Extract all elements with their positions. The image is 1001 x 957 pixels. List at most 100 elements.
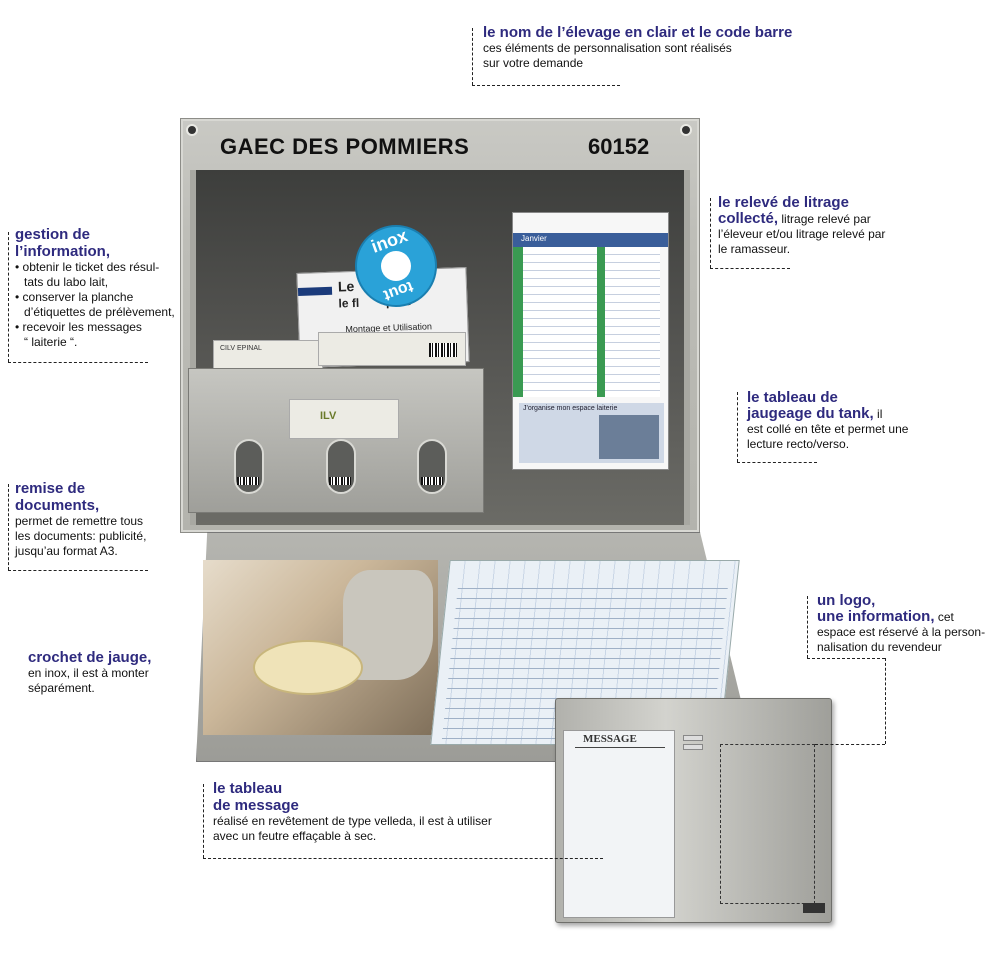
litrage-photo — [599, 415, 659, 459]
leader-line — [203, 858, 603, 859]
holder-ticket: ILV — [289, 399, 399, 439]
annotation-line-mixed: une information, cet — [817, 609, 997, 625]
badge-ring — [381, 251, 411, 281]
annotation-line: sur votre demande — [483, 56, 584, 70]
barcode-icon — [329, 477, 351, 485]
annotation-logo: un logo, une information, cet espace est… — [817, 592, 997, 655]
annotation-line: cet — [934, 610, 954, 624]
annotation-line: l’éleveur et/ou litrage relevé par — [718, 227, 886, 241]
annotation-title: le tableau de — [747, 389, 838, 406]
annotation-line: nalisation du revendeur — [817, 640, 942, 654]
barcode-icon — [421, 477, 443, 485]
annotation-line: • conserver la planche — [15, 290, 134, 304]
annotation-line: lecture recto/verso. — [747, 437, 850, 451]
leader-line — [8, 570, 148, 571]
annotation-title: une information, — [817, 608, 935, 625]
holder-ticket-text: ILV — [320, 410, 337, 422]
slot-right — [417, 439, 447, 494]
label-sheet — [318, 332, 466, 366]
leader-line — [737, 462, 817, 463]
annotation-line: le ramasseur. — [718, 242, 791, 256]
annotation-title: collecté, — [718, 210, 779, 227]
slot-left — [234, 439, 264, 494]
marker-icon — [683, 744, 703, 750]
leader-line — [472, 28, 473, 85]
brand-tag — [803, 903, 825, 913]
annotation-title: l’information, — [15, 243, 110, 260]
leader-line — [807, 658, 885, 659]
mounting-hole-left — [186, 124, 198, 136]
leader-line — [203, 784, 204, 858]
leader-line — [472, 85, 620, 86]
leader-line — [737, 392, 738, 462]
leader-line — [8, 232, 9, 362]
document-holder: ILV — [188, 368, 484, 513]
slot-middle — [326, 439, 356, 494]
leader-line — [807, 596, 808, 658]
annotation-line: il — [873, 407, 883, 421]
annotation-line: est collé en tête et permet une — [747, 422, 909, 436]
annotation-line: ces éléments de personnalisation sont ré… — [483, 41, 732, 55]
annotation-line: • obtenir le ticket des résul- — [15, 260, 160, 274]
annotation-crochet: crochet de jauge, en inox, il est à mont… — [28, 649, 218, 696]
annotation-elevage-title: le nom de l’élevage en clair et le code … — [483, 24, 793, 41]
leader-line — [885, 658, 886, 744]
annotation-line: espace est réservé à la person- — [817, 625, 986, 639]
annotation-title: documents, — [15, 497, 100, 514]
message-board — [563, 730, 675, 918]
message-underline — [575, 747, 665, 748]
annotation-line: avec un feutre effaçable à sec. — [213, 829, 377, 843]
annotation-line: réalisé en revêtement de type velleda, i… — [213, 814, 492, 828]
annotation-line: litrage relevé par — [778, 212, 871, 226]
litrage-day-column-2 — [597, 247, 605, 397]
annotation-line: en inox, il est à monter — [28, 666, 149, 680]
leader-line — [710, 268, 790, 269]
annotation-jaugeage: le tableau de jaugeage du tank, il est c… — [747, 389, 987, 452]
annotation-line-mixed: collecté, litrage relevé par — [718, 211, 958, 227]
annotation-line: séparément. — [28, 681, 95, 695]
booklet-tab — [297, 286, 333, 296]
annotation-title: le relevé de litrage — [718, 194, 849, 211]
annotation-title: le tableau — [213, 780, 283, 797]
farm-code-plate: 60152 — [588, 134, 650, 159]
litrage-day-column — [513, 247, 523, 397]
leader-line — [8, 484, 9, 570]
litrage-chart: Janvier J'organise mon espace laiterie — [512, 212, 669, 470]
farm-name-plate: GAEC DES POMMIERS — [220, 134, 470, 159]
litrage-rows — [523, 247, 660, 397]
annotation-line: d’étiquettes de prélèvement, — [24, 305, 175, 319]
annotation-elevage: le nom de l’élevage en clair et le code … — [483, 24, 903, 71]
litrage-footer: J'organise mon espace laiterie — [519, 403, 664, 463]
poster-cheese — [253, 640, 363, 695]
annotation-line: tats du labo lait, — [24, 275, 109, 289]
annotation-title: de message — [213, 797, 299, 814]
annotation-message: le tableau de message réalisé en revêtem… — [213, 780, 573, 844]
inox-badge: inox tout — [355, 225, 437, 307]
annotation-title: jaugeage du tank, — [747, 405, 874, 422]
badge-text-bottom: tout — [381, 277, 416, 304]
mounting-hole-right — [680, 124, 692, 136]
leader-line — [815, 744, 885, 745]
cheese-poster — [203, 560, 438, 735]
litrage-footer-text: J'organise mon espace laiterie — [523, 405, 618, 412]
litrage-header: Janvier — [513, 233, 668, 247]
barcode-icon — [429, 343, 457, 357]
annotation-title: gestion de — [15, 226, 91, 243]
annotation-line: jusqu’au format A3. — [15, 544, 118, 558]
barcode-icon — [237, 477, 259, 485]
annotation-information: gestion de l’information, • obtenir le t… — [15, 226, 215, 350]
annotation-line: les documents: publicité, — [15, 529, 147, 543]
annotation-line-mixed: jaugeage du tank, il — [747, 406, 987, 422]
leader-line — [710, 198, 711, 268]
leader-line — [8, 362, 148, 363]
annotation-title: crochet de jauge, — [28, 649, 152, 666]
annotation-title: un logo, — [817, 592, 876, 609]
message-label: MESSAGE — [583, 733, 637, 745]
logo-zone — [720, 744, 815, 904]
annotation-litrage: le relevé de litrage collecté, litrage r… — [718, 194, 958, 257]
lab-ticket-text: CILV EPINAL — [220, 345, 262, 352]
marker-icon — [683, 735, 703, 741]
annotation-line: • recevoir les messages — [15, 320, 142, 334]
annotation-remise: remise de documents, permet de remettre … — [15, 480, 215, 559]
annotation-line: permet de remettre tous — [15, 514, 144, 528]
